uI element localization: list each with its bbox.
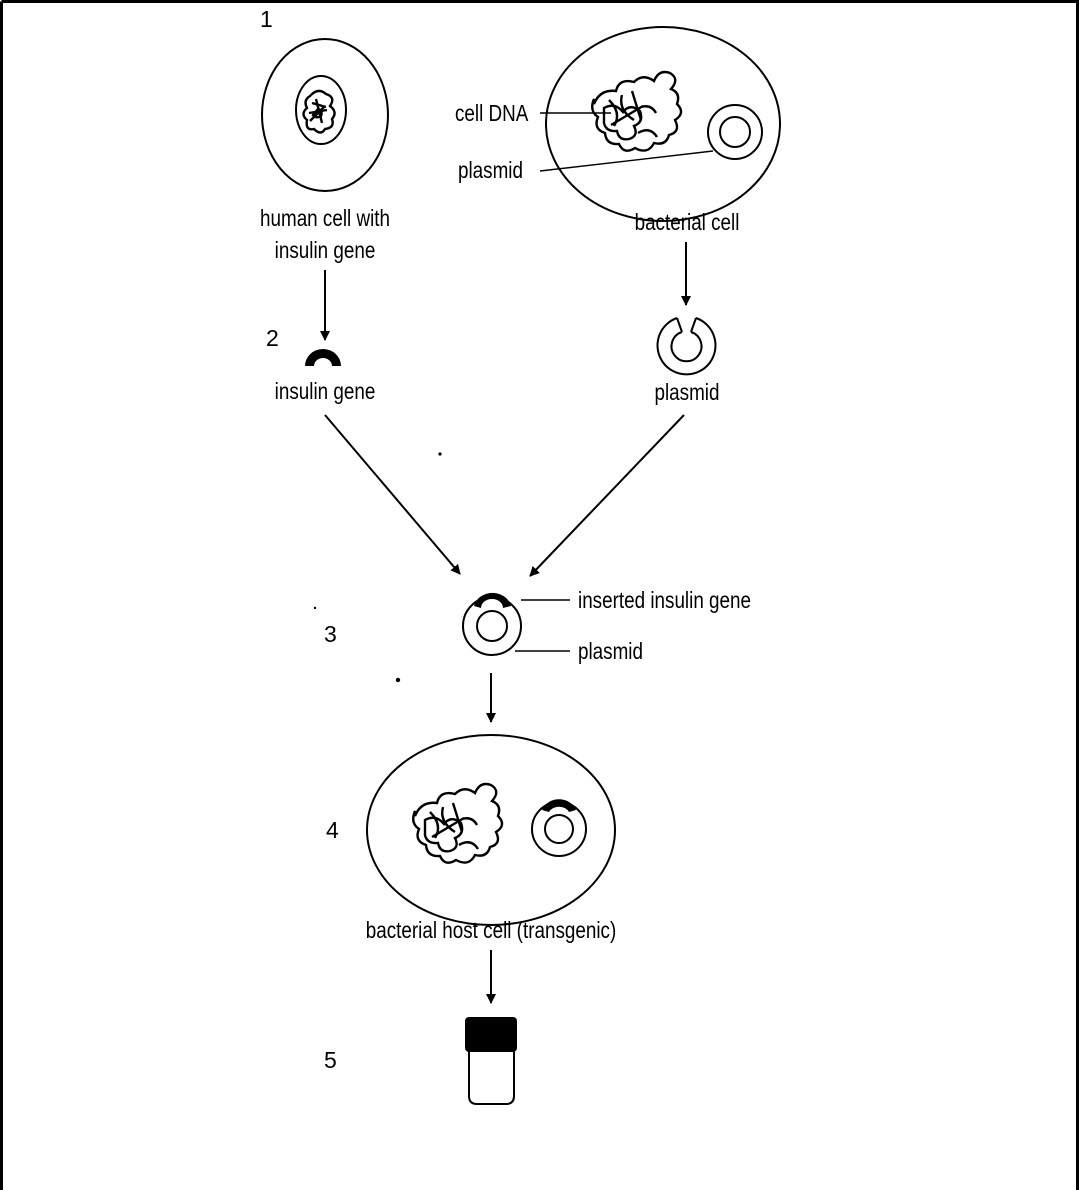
human-cell-label-line1: human cell with <box>260 205 390 231</box>
human-cell <box>261 38 389 192</box>
scan-specks <box>313 452 442 683</box>
insulin-gene-shape <box>305 349 341 366</box>
insulin-vial <box>465 1017 517 1105</box>
step-number-3: 3 <box>324 621 337 647</box>
callout-lines <box>515 112 714 652</box>
step-number-4: 4 <box>326 817 339 843</box>
bacterial-host-cell <box>366 734 616 926</box>
step-number-1: 1 <box>260 6 273 32</box>
inserted-insulin-gene-label: inserted insulin gene <box>578 587 752 613</box>
bacterial-host-cell-label: bacterial host cell (transgenic) <box>365 917 617 943</box>
arrows <box>320 242 691 1004</box>
step-number-5: 5 <box>324 1047 337 1073</box>
plasmid-callout-label: plasmid <box>458 157 523 183</box>
bacterial-cell-dna <box>591 70 683 152</box>
recombinant-plasmid <box>462 592 522 656</box>
host-cell-dna <box>412 782 504 864</box>
step-number-2: 2 <box>266 325 279 351</box>
plasmid-open-label: plasmid <box>654 379 720 405</box>
bacterial-cell <box>545 26 781 222</box>
bacterial-cell-label: bacterial cell <box>634 209 740 235</box>
human-nucleus-dna <box>302 89 336 134</box>
insulin-gene-label: insulin gene <box>274 378 376 404</box>
plasmid-recombinant-label: plasmid <box>578 638 643 664</box>
cell-dna-label: cell DNA <box>455 100 529 126</box>
human-cell-label-line2: insulin gene <box>274 237 376 263</box>
plasmid-top <box>707 104 763 160</box>
plasmid-open <box>656 317 717 376</box>
host-cell-plasmid <box>531 799 587 857</box>
